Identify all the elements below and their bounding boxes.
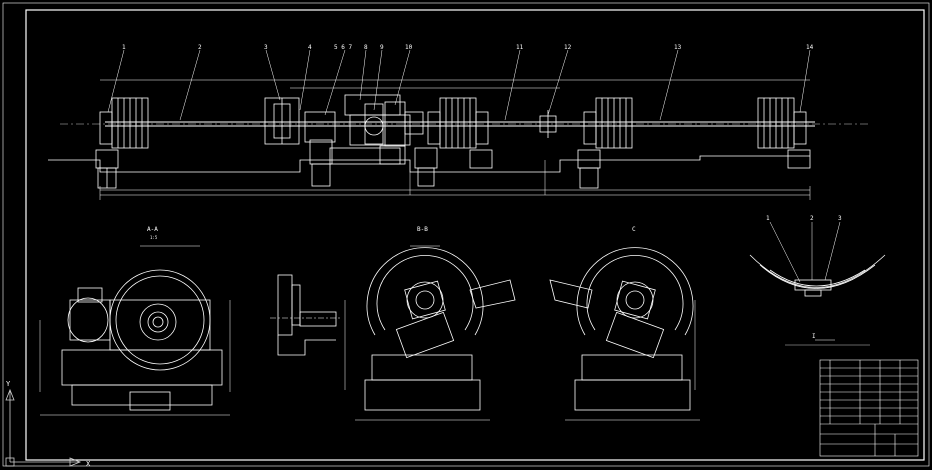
ucs-icon <box>5 388 82 467</box>
detail-callout-2: 2 <box>810 215 814 222</box>
callout-11: 11 <box>516 44 524 51</box>
callout-13: 13 <box>674 44 682 51</box>
callout-4: 4 <box>308 44 312 51</box>
detail-callout-1: 1 <box>766 215 770 222</box>
detail-title: I <box>812 333 816 340</box>
section-title-a-a: A-A <box>147 226 158 233</box>
detail-callout-3: 3 <box>838 215 842 222</box>
callout-5-6-7: 5 6 7 <box>334 44 352 51</box>
callout-8: 8 <box>364 44 368 51</box>
callout-12: 12 <box>564 44 572 51</box>
section-scale-a-a: 1:5 <box>150 235 158 240</box>
callout-3: 3 <box>264 44 268 51</box>
section-c <box>549 247 700 421</box>
section-title-b-b: B-B <box>417 226 428 233</box>
main-elevation <box>48 49 870 200</box>
callout-2: 2 <box>198 44 202 51</box>
section-a-a <box>39 245 231 416</box>
callout-9: 9 <box>380 44 384 51</box>
ucs-y-label: Y <box>6 380 11 388</box>
detail-i <box>749 221 886 346</box>
title-block <box>819 359 919 457</box>
section-b-b <box>344 245 516 421</box>
callout-10: 10 <box>405 44 413 51</box>
ucs-x-label: X <box>86 460 91 468</box>
section-title-c: C <box>632 226 636 233</box>
detail-section <box>270 274 340 356</box>
callout-14: 14 <box>806 44 814 51</box>
callout-1: 1 <box>122 44 126 51</box>
